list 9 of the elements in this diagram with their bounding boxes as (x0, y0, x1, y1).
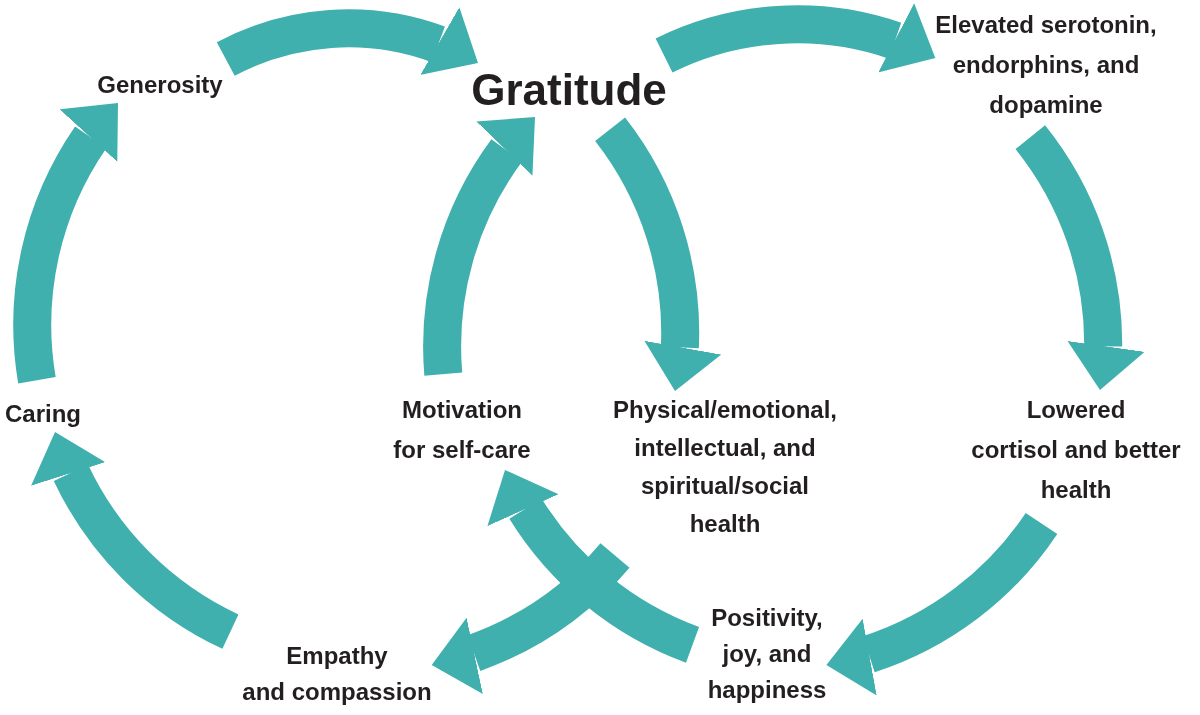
concept-label: Lowered cortisol and better health (971, 390, 1181, 510)
concept-label: Motivation for self-care (393, 390, 531, 470)
concept-label: Generosity (97, 67, 223, 103)
concept-label: Elevated serotonin, endorphins, and dopamine (935, 5, 1157, 125)
concept-label: Caring (5, 396, 81, 432)
concept-label: Positivity, joy, and happiness (707, 600, 827, 708)
concept-label: Empathy and compassion (242, 638, 432, 710)
concept-label: Gratitude (471, 63, 667, 117)
concept-label: Physical/emotional, intellectual, and spiritual/social health (612, 391, 838, 543)
